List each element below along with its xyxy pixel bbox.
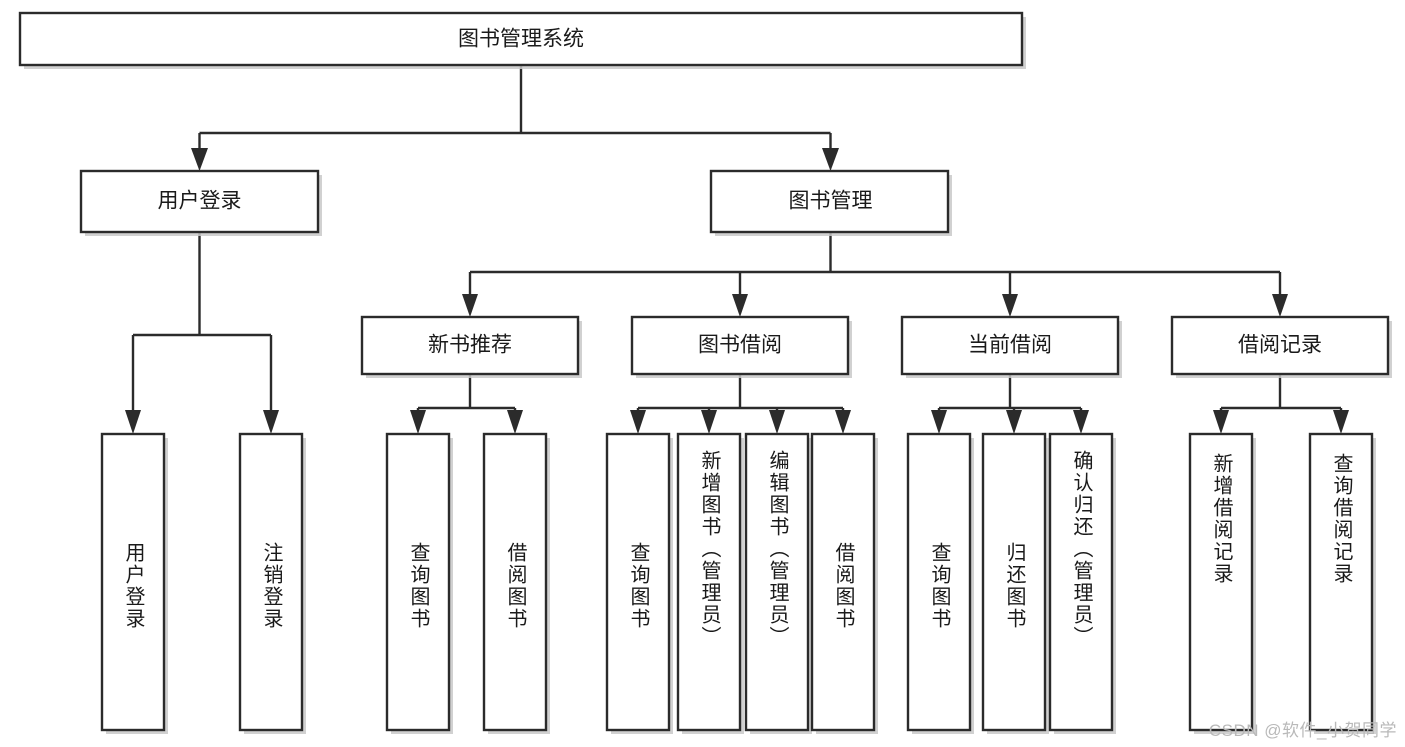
leaf-query-book-rec-label: 查询图书 <box>407 542 430 630</box>
leaf-edit-book-admin-box[interactable] <box>744 432 810 732</box>
leaf-user-login[interactable]: 用户登录 <box>100 432 168 734</box>
node-root[interactable]: 图书管理系统 <box>18 11 1026 69</box>
arrow-new-book-rec-leaf-1 <box>410 410 426 434</box>
user-login-label: 用户登录 <box>158 190 242 213</box>
arrow-user-login-leaf-1 <box>125 410 141 434</box>
arrow-book-borrow-leaf-2 <box>701 410 717 434</box>
book-management-box[interactable] <box>709 169 950 234</box>
arrow-book-borrow-leaf-4 <box>835 410 851 434</box>
node-user-login[interactable]: 用户登录 <box>79 169 322 236</box>
leaf-logout-label: 注销登录 <box>260 542 283 630</box>
node-book-management[interactable]: 图书管理 <box>709 169 952 236</box>
arrow-to-borrow-record <box>1272 294 1288 317</box>
leaf-borrow-book-rec-label: 借阅图书 <box>504 542 527 630</box>
leaf-return-book-label: 归还图书 <box>1003 542 1026 630</box>
arrow-book-borrow-leaf-3 <box>769 410 785 434</box>
node-new-book-recommendation[interactable]: 新书推荐 <box>360 315 582 378</box>
new-book-recommendation-label: 新书推荐 <box>428 334 512 357</box>
node-borrow-record[interactable]: 借阅记录 <box>1170 315 1392 378</box>
leaf-query-borrow-record[interactable]: 查询借阅记录 <box>1308 432 1376 734</box>
leaf-borrow-book-rec-box[interactable] <box>482 432 548 732</box>
leaf-query-borrow-record-box[interactable] <box>1308 432 1374 732</box>
leaf-query-book-current-label: 查询图书 <box>928 542 951 630</box>
leaf-add-book-admin-label: 新增图书（管理员） <box>698 450 721 648</box>
leaf-add-borrow-record-label: 新增借阅记录 <box>1210 453 1233 585</box>
user-login-box[interactable] <box>79 169 320 234</box>
arrow-borrow-record-leaf-2 <box>1333 410 1349 434</box>
leaf-borrow-book-rec[interactable]: 借阅图书 <box>482 432 550 734</box>
book-borrowing-box[interactable] <box>630 315 850 376</box>
leaf-query-book-borrow-label: 查询图书 <box>627 542 650 630</box>
leaf-borrow-book-label: 借阅图书 <box>832 542 855 630</box>
node-current-borrowing[interactable]: 当前借阅 <box>900 315 1122 378</box>
book-management-label: 图书管理 <box>789 190 873 213</box>
arrow-user-login-leaf-2 <box>263 410 279 434</box>
leaf-edit-book-admin[interactable]: 编辑图书（管理员） <box>744 432 812 734</box>
arrow-root-to-book-mgmt <box>822 148 839 171</box>
leaf-borrow-book-box[interactable] <box>810 432 876 732</box>
leaf-return-book[interactable]: 归还图书 <box>981 432 1049 734</box>
leaf-query-book-borrow[interactable]: 查询图书 <box>605 432 673 734</box>
leaf-confirm-return-admin-label: 确认归还（管理员） <box>1070 450 1093 648</box>
arrow-root-to-user-login <box>191 148 208 171</box>
leaf-confirm-return-admin[interactable]: 确认归还（管理员） <box>1048 432 1116 734</box>
leaf-add-book-admin[interactable]: 新增图书（管理员） <box>676 432 744 734</box>
arrow-book-borrow-leaf-1 <box>630 410 646 434</box>
arrow-to-book-borrow <box>732 294 748 317</box>
borrow-record-label: 借阅记录 <box>1238 334 1322 357</box>
new-book-recommendation-box[interactable] <box>360 315 580 376</box>
leaf-logout[interactable]: 注销登录 <box>238 432 306 734</box>
leaf-query-borrow-record-label: 查询借阅记录 <box>1330 453 1353 585</box>
arrow-new-book-rec-leaf-2 <box>507 410 523 434</box>
leaf-query-book-current[interactable]: 查询图书 <box>906 432 974 734</box>
current-borrowing-label: 当前借阅 <box>968 334 1052 357</box>
leaf-confirm-return-admin-box[interactable] <box>1048 432 1114 732</box>
leaf-user-login-label: 用户登录 <box>122 542 145 630</box>
leaf-user-login-box[interactable] <box>100 432 166 732</box>
leaf-query-book-borrow-box[interactable] <box>605 432 671 732</box>
leaf-query-book-rec-box[interactable] <box>385 432 451 732</box>
arrow-borrow-record-leaf-1 <box>1213 410 1229 434</box>
leaf-edit-book-admin-label: 编辑图书（管理员） <box>766 450 789 648</box>
arrow-current-borrow-leaf-1 <box>931 410 947 434</box>
node-book-borrowing[interactable]: 图书借阅 <box>630 315 852 378</box>
leaf-add-borrow-record-box[interactable] <box>1188 432 1254 732</box>
leaf-query-book-current-box[interactable] <box>906 432 972 732</box>
root-box[interactable] <box>18 11 1024 67</box>
connector-layer <box>125 65 1349 434</box>
leaf-return-book-box[interactable] <box>981 432 1047 732</box>
arrow-current-borrow-leaf-2 <box>1006 410 1022 434</box>
current-borrowing-box[interactable] <box>900 315 1120 376</box>
leaf-add-borrow-record[interactable]: 新增借阅记录 <box>1188 432 1256 734</box>
leaf-logout-box[interactable] <box>238 432 304 732</box>
root-label: 图书管理系统 <box>458 28 584 51</box>
book-borrowing-label: 图书借阅 <box>698 334 782 357</box>
leaf-borrow-book[interactable]: 借阅图书 <box>810 432 878 734</box>
leaf-query-book-rec[interactable]: 查询图书 <box>385 432 453 734</box>
arrow-current-borrow-leaf-3 <box>1073 410 1089 434</box>
arrow-to-current-borrow <box>1002 294 1018 317</box>
borrow-record-box[interactable] <box>1170 315 1390 376</box>
arrow-to-new-book-rec <box>462 294 478 317</box>
leaf-add-book-admin-box[interactable] <box>676 432 742 732</box>
